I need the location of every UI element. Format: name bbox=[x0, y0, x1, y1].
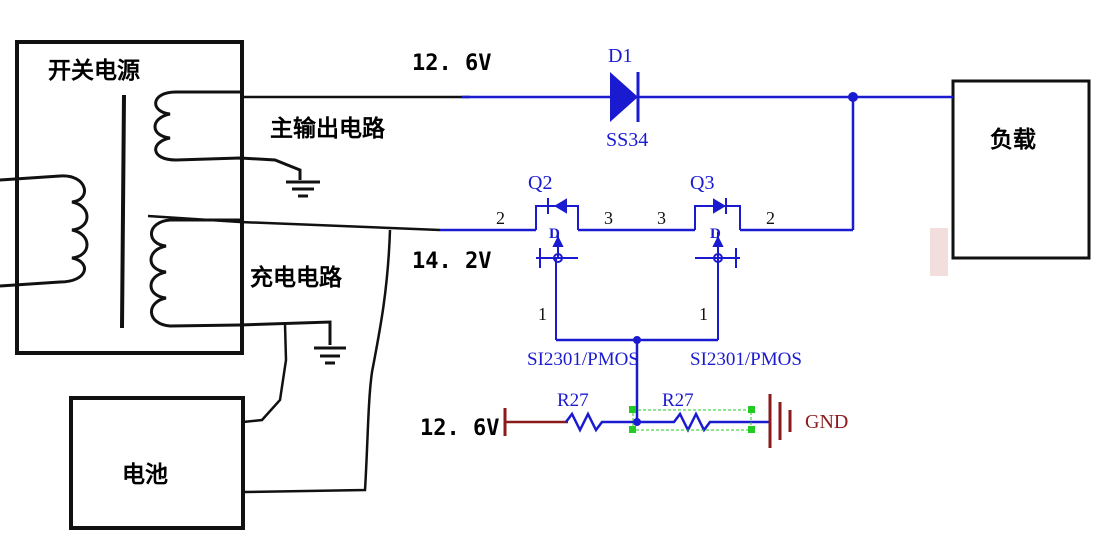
switch-psu-box bbox=[15, 40, 244, 355]
artifact-smudge bbox=[930, 228, 948, 276]
q2-pin-right: 3 bbox=[604, 208, 613, 228]
voltage-bottom-label: 12. 6V bbox=[420, 416, 499, 441]
r-right-label: R27 bbox=[662, 390, 694, 411]
switch-psu-label: 开关电源 bbox=[48, 57, 140, 84]
q2-part: SI2301/PMOS bbox=[527, 349, 639, 370]
q3-pin-gate: 1 bbox=[699, 304, 708, 324]
q2-ref: Q2 bbox=[528, 172, 552, 194]
resistor-r27-right bbox=[637, 411, 770, 433]
diode-part: SS34 bbox=[606, 129, 648, 151]
q3-part: SI2301/PMOS bbox=[690, 349, 802, 370]
q2-pin-left: 2 bbox=[496, 208, 505, 228]
battery-box bbox=[69, 396, 245, 530]
diode-d1 bbox=[610, 72, 640, 122]
ground-symbol-lower bbox=[314, 346, 346, 365]
battery-wire-right bbox=[244, 229, 392, 494]
diode-ref: D1 bbox=[608, 45, 632, 67]
primary-winding bbox=[0, 174, 89, 288]
resistor-r27-left bbox=[565, 411, 637, 433]
charge-wire bbox=[147, 214, 441, 232]
gnd-symbol bbox=[768, 394, 792, 448]
gnd-label: GND bbox=[805, 411, 848, 433]
main-output-label: 主输出电路 bbox=[270, 115, 386, 142]
svg-text:D: D bbox=[710, 226, 721, 242]
voltage-mid-label: 14. 2V bbox=[412, 249, 491, 274]
secondary-winding-main bbox=[153, 90, 302, 180]
secondary-winding-charge bbox=[149, 218, 332, 345]
ground-symbol-upper bbox=[286, 180, 320, 198]
q3-pin-left: 3 bbox=[657, 208, 666, 228]
svg-text:D: D bbox=[549, 226, 560, 242]
transformer-core bbox=[120, 94, 126, 329]
mosfet-q2: D bbox=[535, 198, 579, 340]
q3-ref: Q3 bbox=[690, 172, 714, 194]
voltage-top-label: 12. 6V bbox=[412, 51, 491, 76]
load-label: 负载 bbox=[990, 127, 1036, 153]
battery-label: 电池 bbox=[122, 462, 168, 488]
q2-pin-gate: 1 bbox=[538, 304, 547, 324]
load-box bbox=[951, 79, 1091, 260]
selection-highlight bbox=[629, 406, 755, 433]
charge-circuit-label: 充电电路 bbox=[250, 264, 343, 291]
q3-pin-right: 2 bbox=[766, 208, 775, 228]
r-left-label: R27 bbox=[557, 390, 589, 411]
mosfet-q3: D bbox=[694, 198, 741, 340]
battery-wire-left bbox=[242, 323, 288, 424]
